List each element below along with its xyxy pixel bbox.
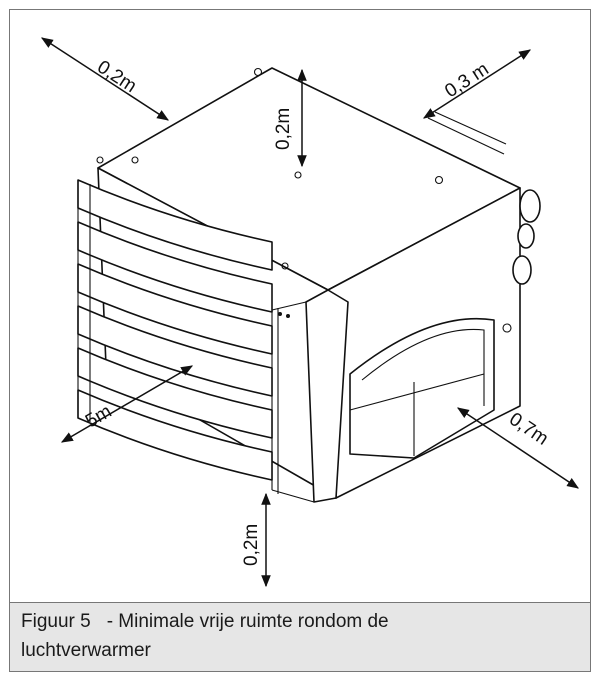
caption-text-line-2: luchtverwarmer: [21, 640, 151, 661]
dimension-label-top-right: 0,3 m: [441, 59, 492, 102]
screw-icon: [253, 67, 263, 77]
corner-chamfer: [305, 289, 349, 503]
dimension-label-top-vertical: 0,2m: [273, 108, 294, 150]
heater-clearance-diagram: 0,2m 0,3 m 0,2m 5m 0,7m 0,2m: [40, 37, 579, 588]
dimension-label-top-left: 0,2m: [93, 57, 140, 98]
figure-illustration: 0,2m 0,3 m 0,2m 5m 0,7m 0,2m: [10, 10, 590, 602]
figure-caption: Figuur 5 - Minimale vrije ruimte rondom d…: [10, 602, 590, 671]
dimension-top-left: 0,2m: [40, 37, 170, 121]
figure-frame: 0,2m 0,3 m 0,2m 5m 0,7m 0,2m: [9, 9, 591, 672]
dimension-right: 0,7m: [457, 407, 579, 489]
caption-figure-number: Figuur 5: [21, 611, 91, 632]
dimension-bottom: 0,2m: [241, 492, 271, 588]
dimension-top-right: 0,3 m: [422, 49, 532, 119]
dimension-label-bottom: 0,2m: [241, 524, 262, 566]
dimension-top-vertical: 0,2m: [273, 68, 307, 168]
connection-pipes: [512, 189, 541, 285]
caption-text-line-1: - Minimale vrije ruimte rondom de: [106, 611, 389, 632]
